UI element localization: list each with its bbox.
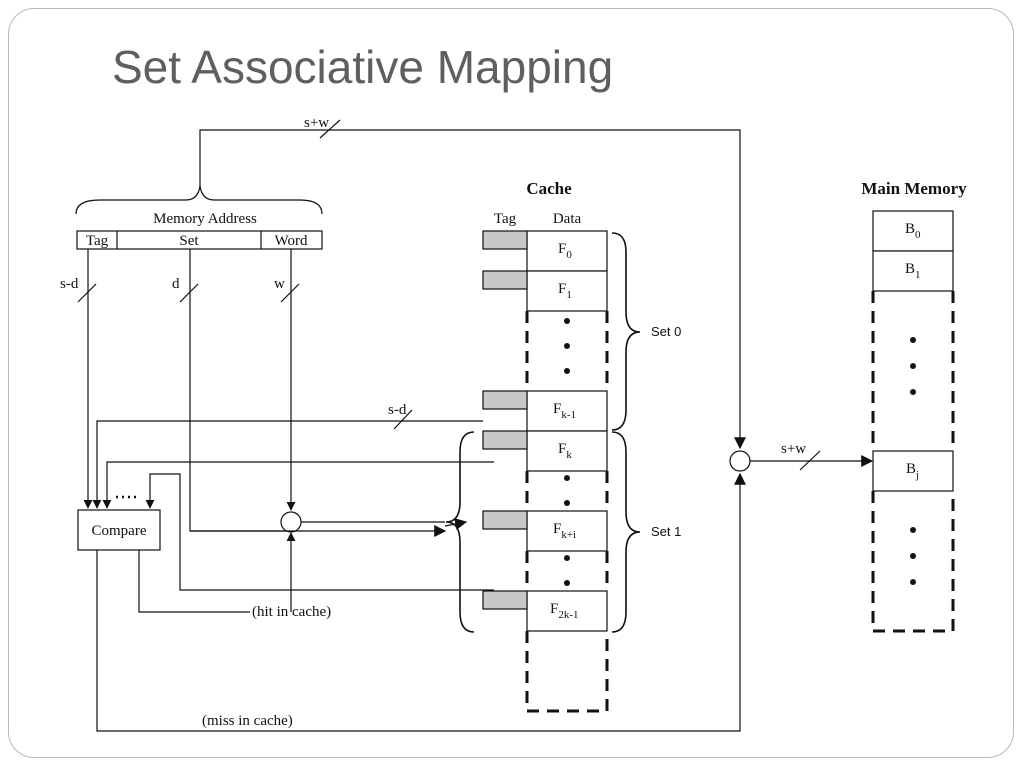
field-set: Set: [179, 233, 199, 249]
label-s-minus-d-tag: s-d: [388, 402, 407, 418]
bus-slash-top: [319, 119, 341, 139]
cache-line-f2k-1: [526, 590, 608, 632]
memory-block-label-bj: Bj: [906, 461, 919, 481]
bus-slash-w: [280, 283, 300, 303]
tag-return-2: [102, 461, 494, 509]
word-selector: [280, 511, 302, 533]
tag-return-1: [92, 420, 483, 509]
set1-label: Set 1: [651, 524, 681, 539]
tag-box-k-1: [482, 390, 528, 410]
label-d: d: [172, 276, 180, 292]
main-memory-title: Main Memory: [861, 179, 967, 198]
bus-slash-main: [799, 450, 821, 471]
memory-block-label-b1: B1: [905, 261, 921, 281]
memory-comparator: [729, 450, 751, 472]
bus-slash-d: [179, 283, 199, 303]
cache-line-label-f2k-1: F2k-1: [550, 601, 579, 621]
cache-line-label-fk+i: Fk+i: [553, 521, 576, 541]
bus-slash-sd-tag: [393, 409, 413, 430]
compare-box: [77, 509, 161, 551]
address-bus-top: [199, 129, 746, 450]
memory-address-brace: [75, 185, 323, 215]
hit-label: (hit in cache): [252, 604, 331, 620]
memory-block-b0: [872, 210, 954, 252]
set0-label: Set 0: [651, 324, 681, 339]
ellipsis-dots: [564, 318, 916, 586]
memory-block-label-b0: B0: [905, 221, 921, 241]
cache-line-f0: [526, 230, 608, 272]
cache-line-fk-1: [526, 390, 608, 432]
memory-block-bj: [872, 450, 954, 492]
label-s-minus-d: s-d: [60, 276, 79, 292]
label-s-plus-w-main: s+w: [781, 441, 806, 457]
cache-tag-header: Tag: [494, 211, 517, 227]
slide-frame: [8, 8, 1014, 758]
cache-title: Cache: [526, 179, 572, 198]
tag-box-1: [482, 270, 528, 290]
field-tag: Tag: [86, 233, 109, 249]
tag-box-k: [482, 430, 528, 450]
bus-slash-sd: [77, 283, 97, 303]
label-w: w: [274, 276, 285, 292]
cache-line-fk: [526, 430, 608, 472]
cache-line-fk+i: [526, 510, 608, 552]
memory-block-b1: [872, 250, 954, 292]
cache-line-label-fk: Fk: [558, 441, 572, 461]
memory-address-label: Memory Address: [153, 211, 257, 227]
cache-line-f1: [526, 270, 608, 312]
label-s-plus-w-top: s+w: [304, 115, 329, 131]
set1-brace: [611, 431, 641, 633]
set0-brace: [611, 232, 641, 431]
tag-return-3: [145, 473, 494, 591]
hit-line: [138, 550, 250, 613]
cache-line-label-f1: F1: [558, 281, 572, 301]
cache-line-label-f0: F0: [558, 241, 572, 261]
miss-line: [96, 472, 746, 732]
cache-line-label-fk-1: Fk-1: [553, 401, 576, 421]
tag-box-k+i: [482, 510, 528, 530]
tag-box-2k-1: [482, 590, 528, 610]
slide-title: Set Associative Mapping: [112, 41, 614, 93]
cache-data-header: Data: [553, 211, 582, 227]
set1-left-brace: [445, 431, 475, 633]
field-word: Word: [275, 233, 308, 249]
miss-label: (miss in cache): [202, 713, 293, 729]
tag-box-0: [482, 230, 528, 250]
compare-label: Compare: [92, 523, 147, 539]
